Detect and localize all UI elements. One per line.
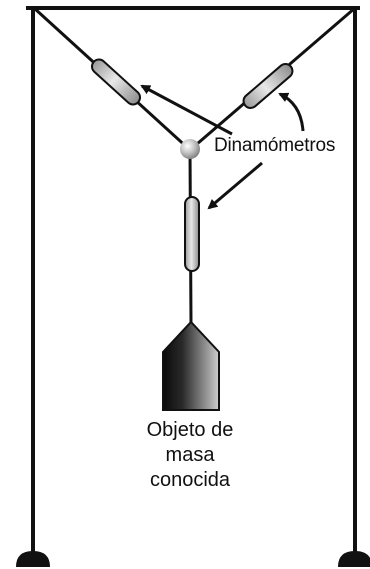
object-label: Objeto de masa conocida (130, 418, 250, 493)
junction-ball (180, 139, 200, 159)
right-dynamometer (242, 63, 294, 109)
object-label-line-3: conocida (149, 469, 231, 491)
vertical-dynamometer (184, 196, 200, 272)
object-label-line-1: Objeto de (146, 419, 234, 441)
frame-right-post (353, 6, 357, 556)
frame-right-foot (338, 551, 370, 567)
arrow-vertical-dynamometer (207, 161, 263, 210)
arrow-left-dynamometer (140, 84, 233, 136)
support-frame (16, 6, 370, 567)
object-label-line-2: masa (165, 444, 215, 466)
dynamometers-label: Dinamómetros (214, 135, 336, 156)
strings (32, 6, 356, 325)
frame-left-post (31, 6, 35, 556)
arrows (140, 84, 305, 210)
arrow-right-dynamometer (278, 92, 305, 132)
frame-top-bar (26, 6, 360, 10)
known-mass-object (162, 320, 220, 411)
frame-left-foot (16, 551, 50, 567)
left-dynamometer (90, 58, 142, 106)
